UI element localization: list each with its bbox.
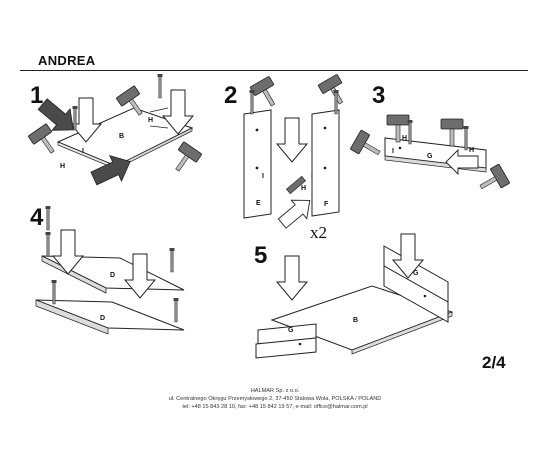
dowel-pin-icon (169, 247, 175, 273)
panel-i-label: I (392, 148, 394, 155)
document-title: ANDREA (38, 53, 96, 68)
step-number-4: 4 (30, 204, 44, 231)
quantity-multiplier: x2 (310, 223, 327, 242)
page-number: 2/4 (482, 353, 506, 372)
step-4-illustration: D D (35, 205, 185, 335)
panel-i-label: I (262, 173, 264, 180)
title-divider (20, 70, 528, 71)
step-number-2: 2 (224, 82, 238, 109)
hammer-icon (349, 129, 385, 163)
down-arrow-icon (276, 255, 308, 301)
panel-h-label: H (148, 117, 153, 124)
hammer-icon (249, 75, 283, 111)
down-arrow-icon (276, 117, 308, 163)
panel-h-label: H (301, 185, 306, 192)
panel-g-label: G (288, 327, 294, 334)
panel-h-label-2: H (60, 163, 65, 170)
panel-f-label: F (324, 201, 329, 208)
panel-d-label: D (100, 315, 105, 322)
step-number-5: 5 (254, 242, 268, 269)
hammer-icon (440, 118, 464, 147)
panel-h-label: H (402, 135, 407, 142)
footer: HALMAR Sp. z o.o. ul. Centralnego Okręgu… (0, 387, 550, 411)
footer-contact: tel: +48 15 843 28 10, fax: +48 15 842 1… (182, 404, 368, 410)
panel-g-label: G (427, 153, 433, 160)
panel-g-label: G (413, 270, 419, 277)
push-arrow-icon (90, 154, 131, 186)
hammer-icon (167, 141, 203, 177)
push-arrow-icon (277, 199, 311, 229)
panel-i-label: I (82, 148, 84, 155)
footer-address: ul. Centralnego Okręgu Przemysłowego 2, … (168, 396, 382, 402)
dowel-pin-icon (463, 125, 469, 151)
step-1-illustration: B H H I (27, 73, 203, 186)
dowel-pin-icon (285, 175, 307, 195)
dowel-pin-icon (173, 297, 179, 323)
panel-i-label: I (311, 173, 313, 180)
step-2-illustration: E F I I H x2 (243, 73, 351, 242)
panel-d-label: D (110, 272, 115, 279)
push-arrow-icon (37, 98, 74, 131)
step-number-1: 1 (30, 82, 44, 109)
panel-e-label: E (256, 200, 261, 207)
step-5-illustration: B G G (255, 233, 454, 359)
dowel-pin-icon (157, 73, 163, 99)
panel-b-label: B (119, 133, 124, 140)
dowel-pin-icon (45, 205, 51, 231)
push-arrow-icon (445, 148, 479, 176)
step-3-illustration: G H H I (349, 114, 511, 197)
panel-h-label: H (469, 147, 474, 154)
panel-b-label: B (353, 317, 358, 324)
footer-company: HALMAR Sp. z o.o. (250, 388, 300, 394)
step-number-3: 3 (372, 82, 386, 109)
dowel-pin-icon (45, 231, 51, 257)
